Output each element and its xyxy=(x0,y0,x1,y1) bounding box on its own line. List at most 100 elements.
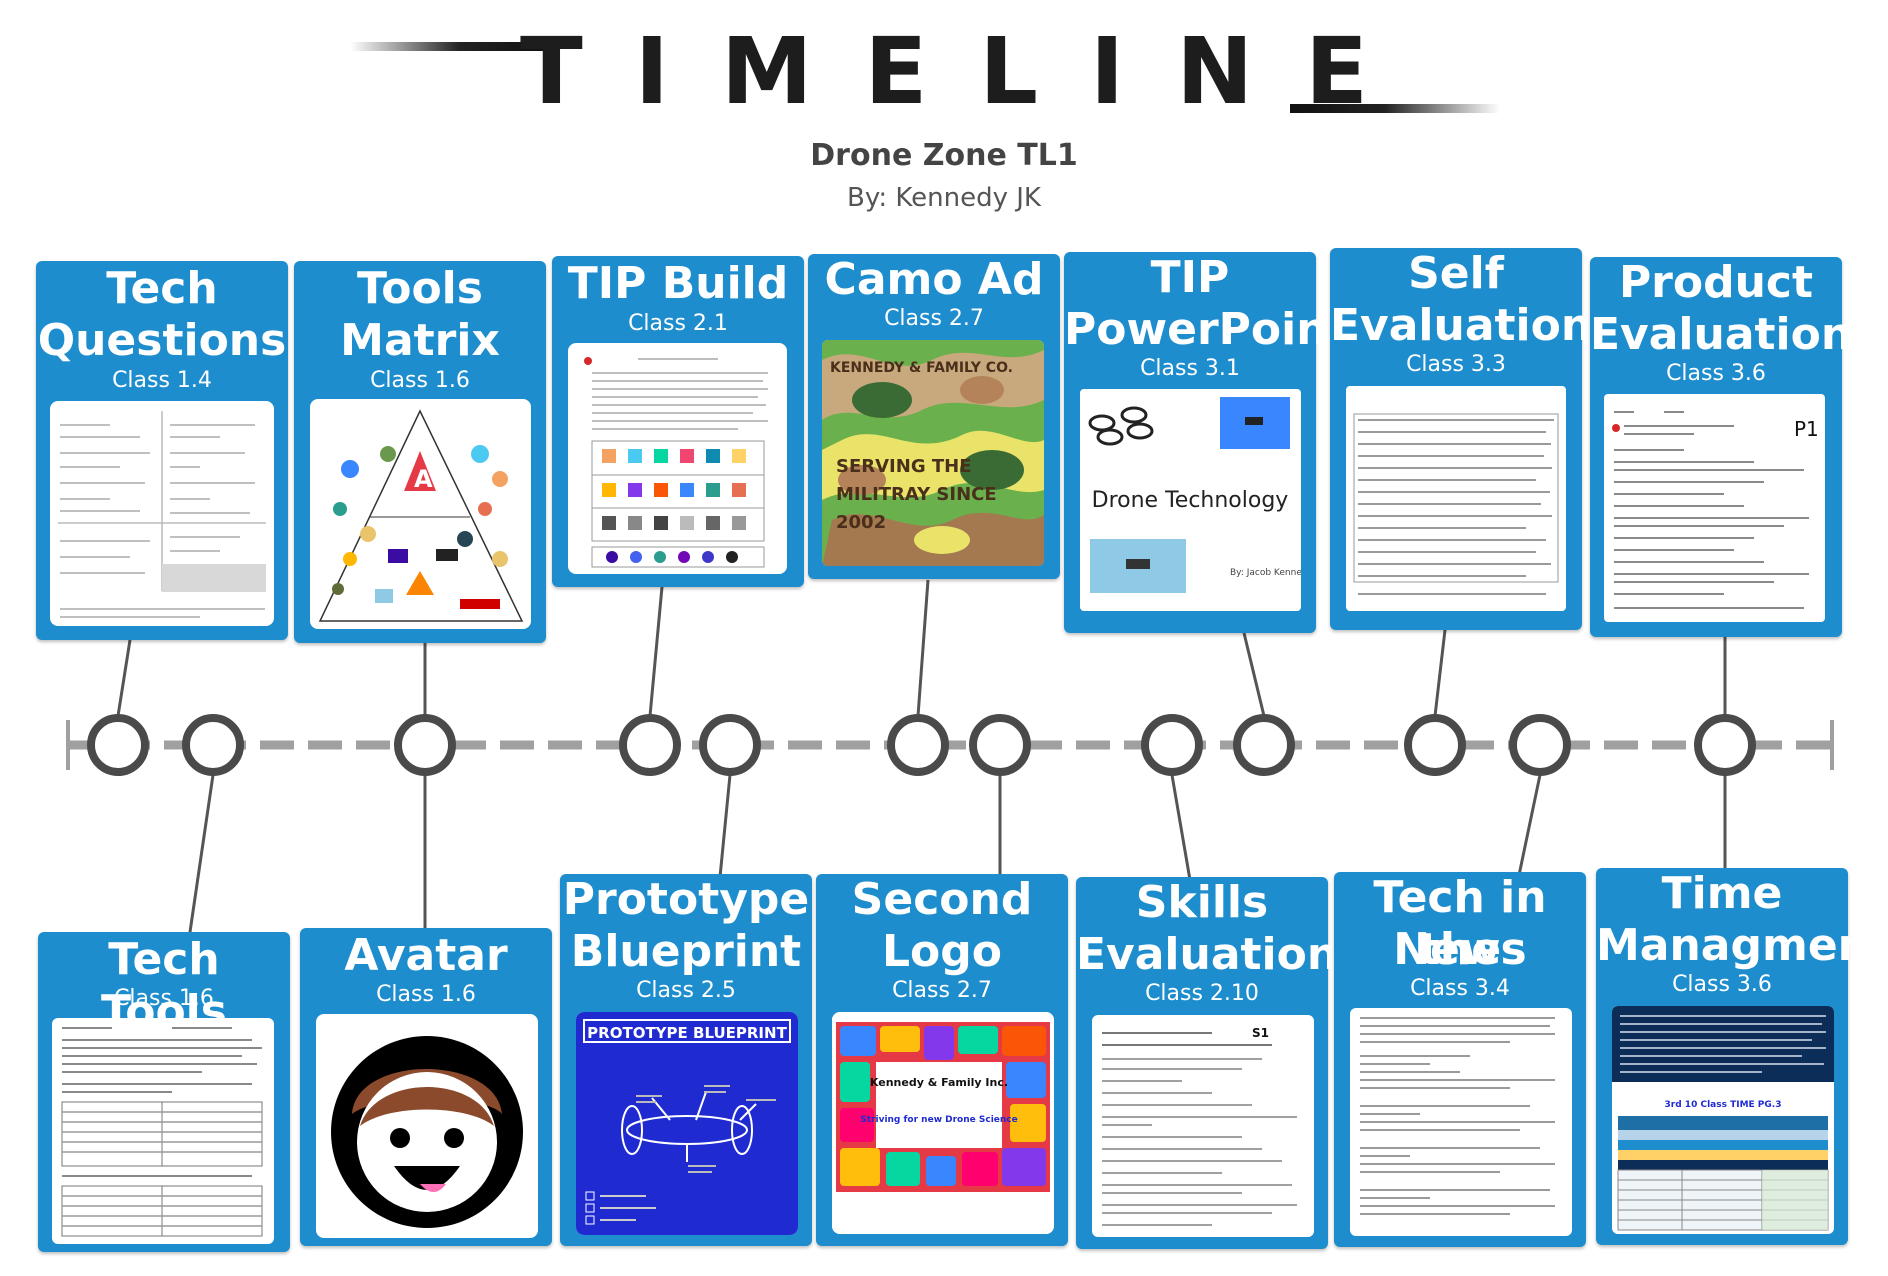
page-title: TIMELINE xyxy=(519,18,1421,125)
connector-tech-news xyxy=(1516,774,1542,881)
connector-tip-build xyxy=(648,586,664,717)
card-title: Camo Ad xyxy=(824,254,1044,305)
card-title: News xyxy=(1393,924,1527,975)
card-class: Class 1.6 xyxy=(370,368,470,393)
camo-brand-text: KENNEDY & FAMILY CO. xyxy=(830,360,1013,376)
author-credit: By: Kennedy JK xyxy=(847,183,1041,213)
timeline-node xyxy=(1509,714,1571,776)
card-prototype-blueprint[interactable]: Prototype Blueprint Class 2.5 PROTOTYPE … xyxy=(560,874,812,1246)
card-title: Managment xyxy=(1596,920,1888,971)
card-class: Class 2.5 xyxy=(636,978,736,1003)
logo-company-name: Kennedy & Family Inc. xyxy=(870,1076,1008,1089)
card-tech-questions[interactable]: Tech Questions Class 1.4 xyxy=(36,261,288,640)
card-class: Class 1.4 xyxy=(112,368,212,393)
card-class: Class 1.6 xyxy=(376,982,476,1007)
document-thumbnail: S1 xyxy=(1092,1015,1314,1237)
card-class: Class 3.3 xyxy=(1406,352,1506,377)
card-self-evaluation[interactable]: Self Evaluation Class 3.3 xyxy=(1330,248,1593,630)
timeline-node xyxy=(182,714,244,776)
card-class: Class 3.4 xyxy=(1410,976,1510,1001)
card-tools-matrix[interactable]: Tools Matrix Class 1.6 A xyxy=(294,261,546,643)
card-title: Time xyxy=(1661,868,1783,919)
timeline-node xyxy=(394,714,456,776)
camo-slogan-line1: SERVING THE xyxy=(836,456,972,477)
blueprint-thumbnail: PROTOTYPE BLUEPRINT xyxy=(576,1012,798,1235)
card-title: Evaluation xyxy=(1076,929,1339,980)
card-class: Class 2.7 xyxy=(892,978,992,1003)
card-class: Class 3.6 xyxy=(1672,972,1772,997)
card-tech-in-the-news[interactable]: Tech in the News Class 3.4 xyxy=(1334,872,1586,1247)
card-title: PowerPoint xyxy=(1064,304,1349,355)
card-title: Tech xyxy=(106,263,218,314)
connector-tip-powerpoint xyxy=(1242,632,1266,717)
connector-prototype-blueprint xyxy=(718,774,732,878)
connector-tech-questions xyxy=(116,639,132,717)
timeline-node xyxy=(1233,714,1295,776)
title-underline-left xyxy=(350,42,550,51)
timeline-node xyxy=(1694,714,1756,776)
title-underline-right xyxy=(1290,104,1500,113)
tools-matrix-thumbnail: A xyxy=(310,399,531,629)
page-subtitle: Drone Zone TL1 xyxy=(810,138,1078,173)
document-thumbnail xyxy=(1350,1008,1572,1236)
skills-tag: S1 xyxy=(1252,1026,1269,1040)
timeline-node xyxy=(1141,714,1203,776)
card-time-managment[interactable]: Time Managment Class 3.6 3rd 10 Class TI… xyxy=(1596,868,1888,1245)
timeline-node xyxy=(87,714,149,776)
avatar-thumbnail xyxy=(316,1014,538,1238)
card-skills-evaluation[interactable]: Skills Evaluation Class 2.10 S1 xyxy=(1076,877,1339,1249)
card-title: TIP Build xyxy=(567,258,789,309)
card-title: Skills xyxy=(1135,877,1269,928)
card-title: Questions xyxy=(37,315,287,366)
card-class: Class 3.1 xyxy=(1140,356,1240,381)
card-title: Prototype xyxy=(562,874,810,925)
card-second-logo[interactable]: Second Logo Class 2.7 Kennedy & Family I… xyxy=(816,874,1068,1246)
card-title: Product xyxy=(1618,257,1814,308)
card-avatar[interactable]: Avatar Class 1.6 xyxy=(300,928,552,1246)
ppt-author: By: Jacob Kennedy xyxy=(1230,568,1301,578)
connector-self-evaluation xyxy=(1433,629,1447,717)
powerpoint-thumbnail: Drone Technology By: Jacob Kennedy xyxy=(1080,389,1301,611)
camo-ad-thumbnail: KENNEDY & FAMILY CO. SERVING THE MILITRA… xyxy=(822,340,1044,566)
header: TIMELINE Drone Zone TL1 By: Kennedy JK xyxy=(0,0,1888,230)
card-title: Second xyxy=(851,874,1033,925)
card-title: Evaluation xyxy=(1330,300,1593,351)
logo-slogan: Striving for new Drone Science xyxy=(860,1115,1017,1125)
card-class: Class 3.6 xyxy=(1666,361,1766,386)
document-thumbnail xyxy=(1346,386,1566,611)
time-management-thumbnail: 3rd 10 Class TIME PG.3 xyxy=(1612,1006,1834,1234)
card-title: Logo xyxy=(882,926,1002,977)
timeline-node xyxy=(887,714,949,776)
card-title: Self xyxy=(1408,248,1504,299)
timeline-node xyxy=(969,714,1031,776)
blueprint-title: PROTOTYPE BLUEPRINT xyxy=(587,1024,787,1042)
connector-camo-ad xyxy=(916,579,930,717)
card-tip-powerpoint[interactable]: TIP PowerPoint Class 3.1 Drone Technolog… xyxy=(1064,252,1349,633)
card-class: Class 2.10 xyxy=(1145,981,1259,1006)
card-product-evaluation[interactable]: Product Evaluation Class 3.6 P1 xyxy=(1590,257,1853,637)
product-eval-tag: P1 xyxy=(1794,417,1819,441)
card-title: Avatar xyxy=(344,930,508,981)
card-class: Class 2.1 xyxy=(628,311,728,336)
card-class: Class 2.7 xyxy=(884,306,984,331)
camo-slogan-line2: MILITRAY SINCE xyxy=(836,484,997,505)
timeline-node xyxy=(699,714,761,776)
card-tip-build[interactable]: TIP Build Class 2.1 xyxy=(552,256,804,587)
card-class: Class 1.6 xyxy=(114,986,214,1011)
document-thumbnail xyxy=(52,1018,274,1244)
document-thumbnail xyxy=(568,343,787,574)
card-camo-ad[interactable]: Camo Ad Class 2.7 KENNEDY & FAMILY CO. S… xyxy=(808,254,1060,579)
svg-text:A: A xyxy=(414,465,433,493)
time-mgmt-header: 3rd 10 Class TIME PG.3 xyxy=(1665,1100,1782,1110)
document-thumbnail xyxy=(50,401,274,626)
document-thumbnail: P1 xyxy=(1604,394,1825,622)
card-tech-tools[interactable]: Tech Tools Class 1.6 xyxy=(38,932,290,1252)
card-title: TIP xyxy=(1150,252,1230,303)
connector-tech-tools xyxy=(188,774,215,933)
timeline-node xyxy=(619,714,681,776)
card-title: Tools xyxy=(357,263,483,314)
ppt-title: Drone Technology xyxy=(1092,488,1289,513)
card-title: Evaluation xyxy=(1590,309,1853,360)
logo-thumbnail: Kennedy & Family Inc. Striving for new D… xyxy=(832,1012,1054,1234)
